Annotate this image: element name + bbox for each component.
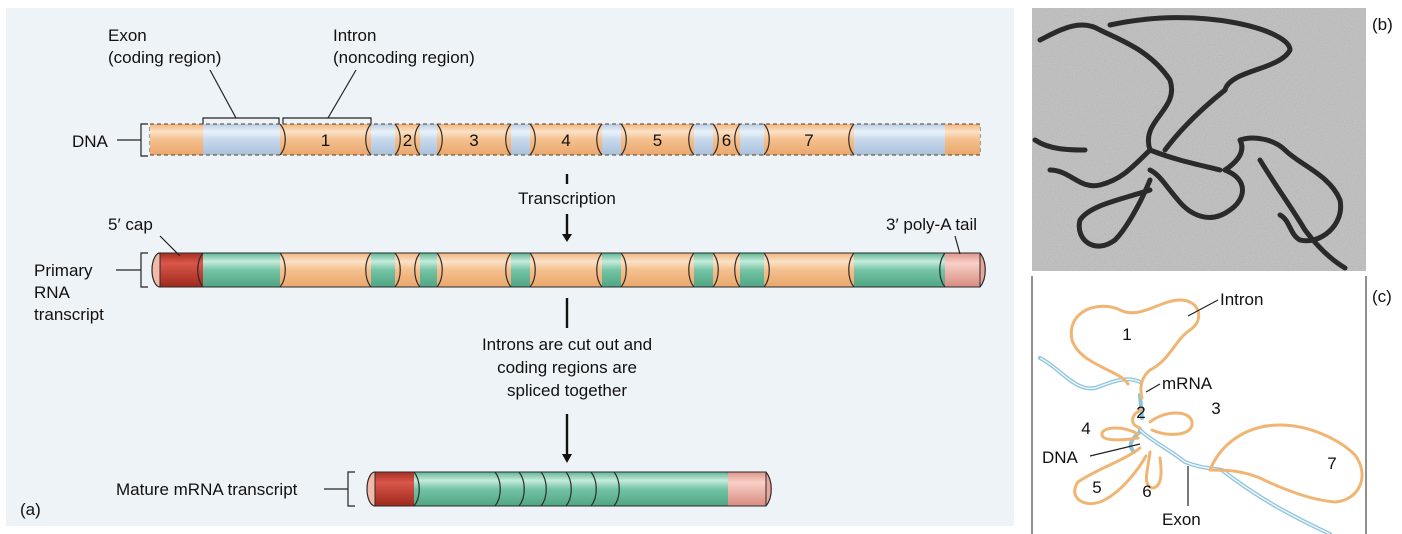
panel-b: (b) [1032,8,1393,271]
mature-label: Mature mRNA transcript [116,480,298,499]
dna-intron-segment [414,123,443,156]
panel-c: 1 2 3 4 5 6 7 Intron mRNA DNA Exon (c) [1031,276,1392,534]
primary-exon-segment [505,252,536,288]
primary-polya-tail [939,252,980,288]
loop-number: 1 [1122,325,1131,344]
mature-exon-junction [613,471,620,507]
cap-label: 5′ cap [108,215,153,234]
intron-label-line1: Intron [333,26,376,45]
primary-label-line2: RNA [34,283,71,302]
exon-label-line2: (coding region) [108,48,221,67]
dna-intron-segment [596,123,627,156]
panel-c-label: (c) [1372,287,1392,306]
dna-exon-number: 5 [653,131,662,150]
splicing-label-line1: Introns are cut out and [482,335,652,354]
primary-intron-segment [431,252,511,288]
loop-5 [1073,446,1148,505]
dna-exon-number: 7 [804,131,813,150]
primary-intron-segment [524,252,602,288]
dna-exon-number: 3 [469,131,478,150]
dna-exon-4 [524,123,602,156]
transcription-arrow [562,174,572,242]
loop-number: 7 [1327,454,1336,473]
loop-number: 3 [1211,399,1220,418]
mature-exon-junction [540,471,547,507]
dna-exon-number: 2 [403,131,412,150]
mature-exon-junction [590,471,597,507]
primary-exon-segment [365,252,401,288]
dna-intron-segment [197,123,286,156]
primary-5prime-cap [160,253,203,287]
intron-label-line2: (noncoding region) [333,48,475,67]
dna-label-bracket [117,123,148,157]
dna-intron-segment [734,123,770,156]
mature-exon-junction [413,471,420,507]
dna-exon-number: 1 [321,131,330,150]
primary-intron-segment [274,252,371,288]
panel-a-label: (a) [20,500,41,519]
loop-4 [1100,426,1140,442]
mature-label-bracket [324,471,355,507]
primary-label-bracket [116,252,148,288]
primary-exon-segment [596,252,627,288]
mature-exon-junction [518,471,525,507]
mature-polya-tail [728,472,766,506]
splicing-label-line2: coding regions are [497,358,637,377]
dna-label: DNA [72,132,109,151]
splicing-arrow [562,298,572,463]
splicing-label-line3: spliced together [507,381,627,400]
loop-number: 4 [1081,419,1090,438]
loop-number: 5 [1092,478,1101,497]
exon-callout-bracket [202,69,280,124]
intron-loops [1069,298,1364,505]
primary-label-line1: Primary [34,261,93,280]
primary-intron-segment [615,252,694,288]
primary-exon-segment [734,252,770,288]
mature-exon-junction [494,471,501,507]
loop-2 [1131,408,1143,430]
dna-exon-6 [707,123,740,156]
loop-number: 2 [1136,403,1145,422]
loop-1 [1069,298,1201,400]
intron-callout-bracket [282,69,372,124]
c-mrna-label: mRNA [1162,374,1213,393]
c-dna-label: DNA [1042,448,1079,467]
mature-exon-junction [565,471,572,507]
dna-intron-segment [688,123,719,156]
c-intron-leader [1187,299,1219,317]
mature-mrna-bar [366,471,772,507]
primary-exon-segment [848,252,951,288]
loop-7 [1208,423,1364,504]
c-mrna-leader [1145,383,1161,393]
dna-intron-segment [848,123,951,156]
dna-intron-segment [365,123,401,156]
dna-exon-number: 4 [561,131,570,150]
dna-intron-segment [505,123,536,156]
panel-a: Exon (coding region) Intron (noncoding r… [6,8,1014,526]
primary-rna-bar [151,252,986,288]
primary-exon-segment [197,252,286,288]
c-dna-leader [1089,443,1141,457]
dna-exon-number: 6 [722,131,731,150]
primary-label-line3: transcript [34,305,104,324]
micrograph-strands [1032,15,1348,271]
transcription-label: Transcription [518,189,616,208]
c-exon-label: Exon [1162,510,1201,529]
loop-6 [1144,450,1163,490]
loop-3 [1148,411,1194,436]
mature-5prime-cap [375,472,414,506]
loop-number: 6 [1142,482,1151,501]
panel-b-label: (b) [1372,15,1393,34]
exon-label-line1: Exon [108,26,147,45]
dna-bar [149,123,981,156]
primary-exon-segment [414,252,443,288]
primary-intron-segment [758,252,854,288]
polya-leader [954,235,961,255]
primary-exon-segment [688,252,719,288]
c-intron-label: Intron [1220,290,1263,309]
polya-label: 3′ poly-A tail [886,215,977,234]
cap-leader [159,235,181,257]
micrograph-grain [1032,8,1366,271]
